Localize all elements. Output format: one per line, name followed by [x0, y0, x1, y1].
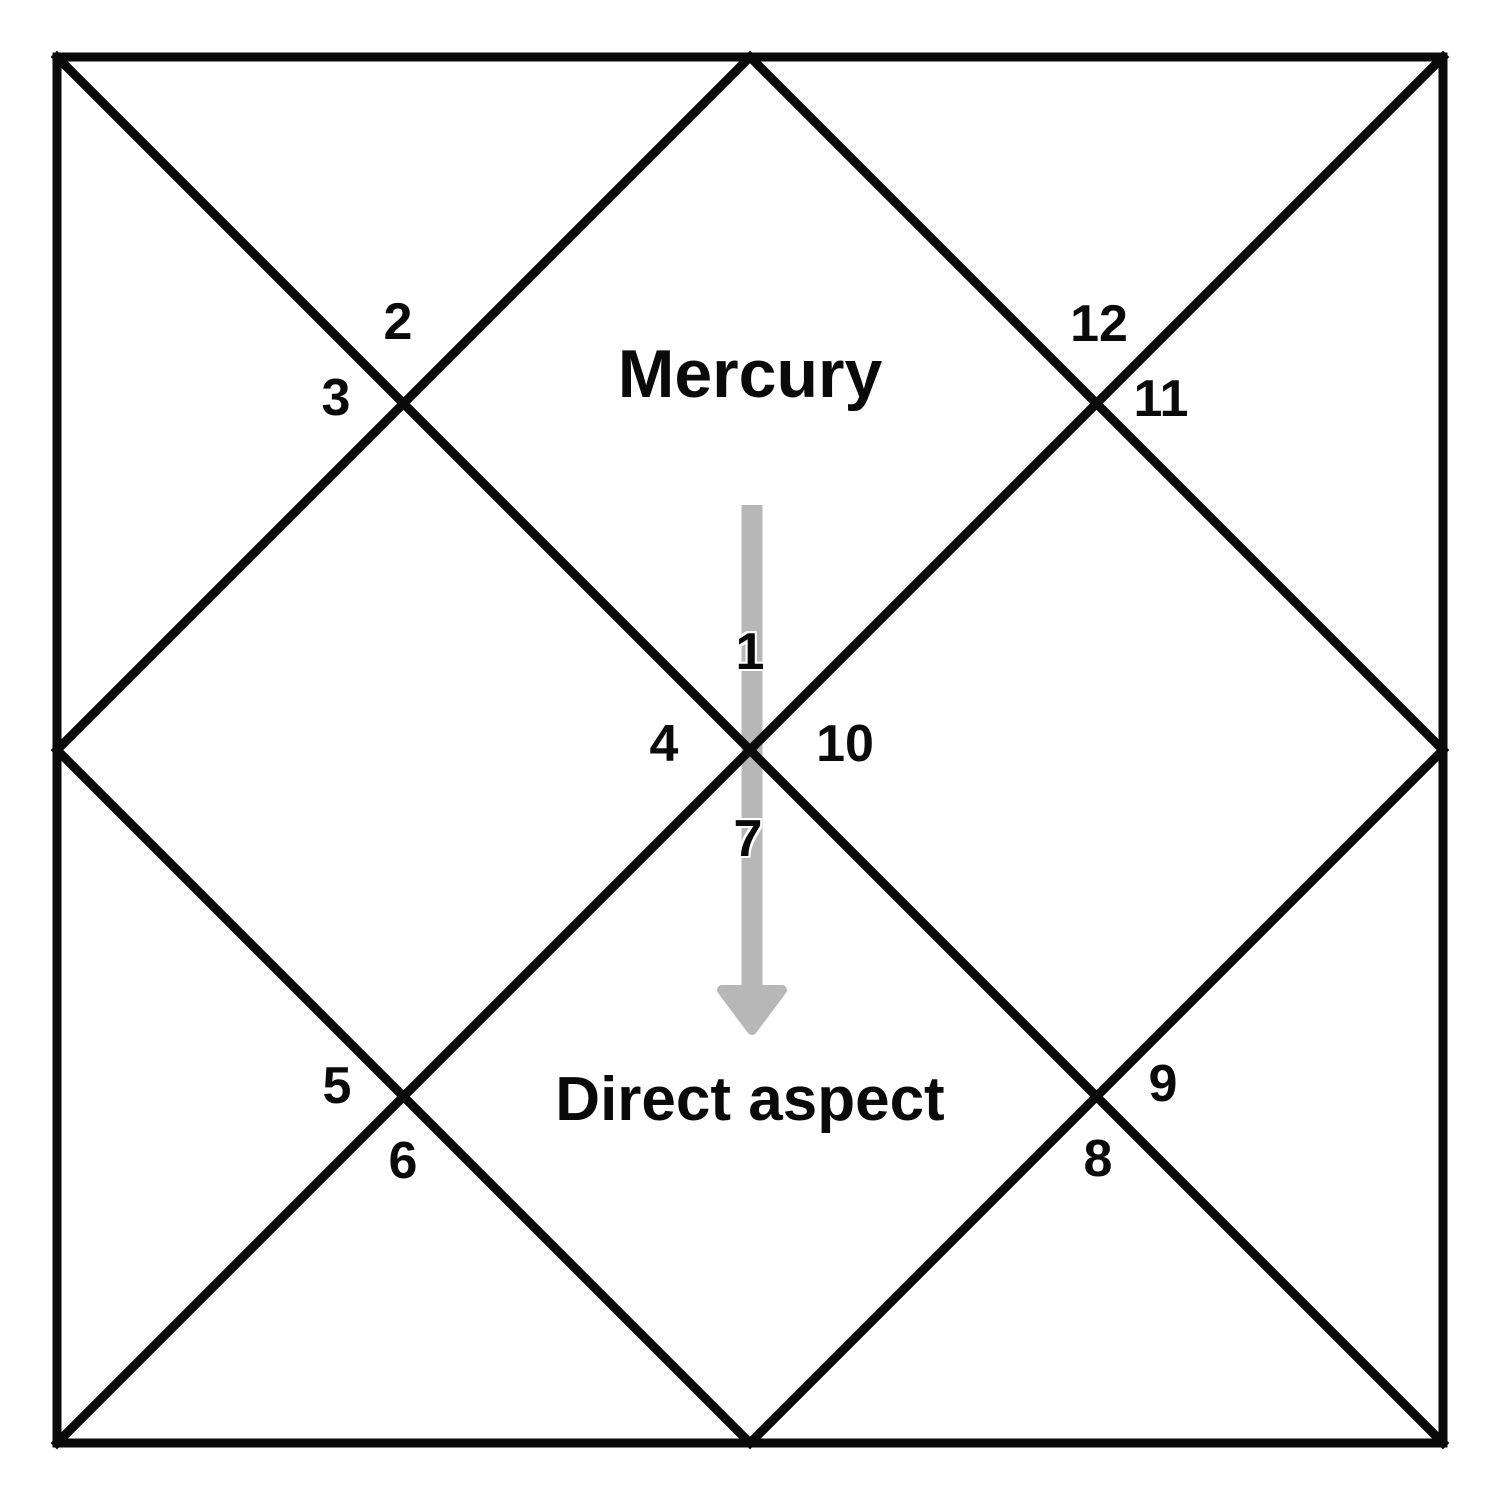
- aspect-label: Direct aspect: [555, 1065, 945, 1134]
- house-number-9: 9: [1148, 1055, 1178, 1113]
- arrow-head-icon: [717, 985, 787, 1035]
- chart-diagonal-trbl: [50, 50, 1450, 1450]
- planet-label: Mercury: [617, 336, 883, 412]
- house-number-7: 7: [733, 810, 763, 868]
- house-number-6: 6: [388, 1132, 418, 1190]
- chart-inner-diamond: [50, 50, 1450, 1450]
- house-number-8: 8: [1083, 1130, 1113, 1188]
- house-number-3: 3: [321, 369, 351, 427]
- house-number-10: 10: [816, 715, 874, 773]
- house-number-2: 2: [383, 293, 413, 351]
- house-number-4: 4: [649, 715, 679, 773]
- house-number-11: 11: [1133, 370, 1189, 428]
- house-number-5: 5: [322, 1057, 352, 1115]
- house-number-1: 1: [735, 623, 765, 681]
- house-number-12: 12: [1070, 295, 1128, 353]
